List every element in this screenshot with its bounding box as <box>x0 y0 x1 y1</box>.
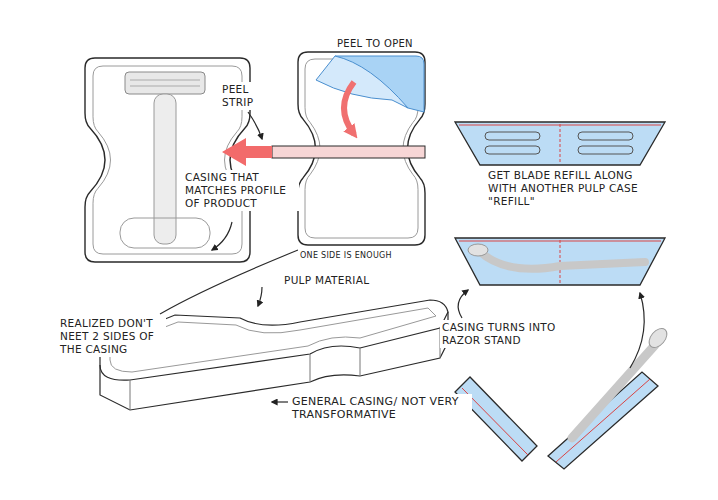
leader-arrow <box>248 112 262 139</box>
callout-label: PULP MATERIAL <box>282 273 371 288</box>
razor-handle <box>154 94 176 244</box>
leader-arrow <box>272 401 288 402</box>
note-label: ONE SIDE IS ENOUGH <box>298 248 394 263</box>
note-label: PEEL TO OPEN <box>335 36 415 51</box>
leader-arrow <box>258 287 262 306</box>
leader-line <box>160 250 298 314</box>
pulp-tray <box>455 238 665 285</box>
razor-head <box>646 325 671 351</box>
transform-arrow <box>630 293 644 368</box>
razor-grip-recess <box>120 218 210 248</box>
fold-line <box>560 124 561 163</box>
pulp-tray <box>455 122 665 165</box>
blade-refill-slot <box>485 132 540 140</box>
razor-in-tray <box>478 250 645 269</box>
razor-in-stand <box>572 345 655 438</box>
tray-rim-line <box>556 379 650 462</box>
transform-arrow <box>458 290 468 318</box>
note-label: GET BLADE REFILL ALONG WITH ANOTHER PULP… <box>486 168 660 209</box>
note-label: REALIZED DON'T NEET 2 SIDES OF THE CASIN… <box>58 316 166 357</box>
razor-blade <box>130 86 200 87</box>
note-label: CASING TURNS INTO RAZOR STAND <box>440 320 560 348</box>
callout-label: PEEL STRIP <box>220 82 266 110</box>
peel-flap <box>316 56 408 108</box>
note-label: GENERAL CASING/ NOT VERY TRANSFORMATIVE <box>290 394 472 422</box>
blade-refill-slot <box>578 146 633 154</box>
razor-head <box>125 72 205 94</box>
blade-refill-slot <box>578 132 633 140</box>
blade-refill-slot <box>485 146 540 154</box>
leader-arrow <box>212 222 232 250</box>
fold-line <box>560 240 561 283</box>
peel-arrow <box>344 82 354 134</box>
razor-blade <box>130 80 200 81</box>
razor-head <box>468 244 488 256</box>
pull-arrow <box>222 138 272 166</box>
callout-label: CASING THAT MATCHES PROFILE OF PRODUCT <box>183 170 299 211</box>
peel-strip <box>272 146 425 158</box>
stand-panel <box>548 372 658 469</box>
